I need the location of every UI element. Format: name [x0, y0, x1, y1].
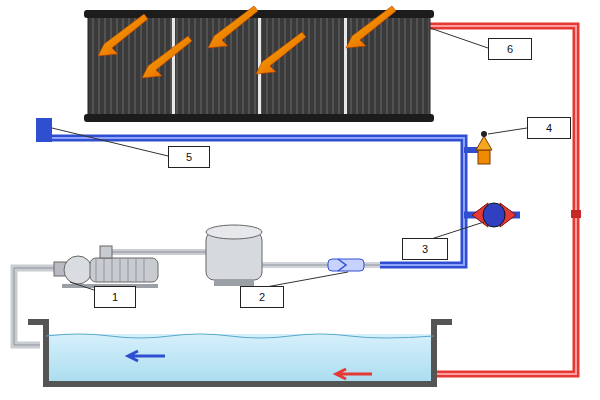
callout-box: 6 — [488, 38, 532, 60]
pipe-joint — [571, 210, 581, 218]
flow-arrow — [336, 369, 372, 379]
pipe-edge — [110, 252, 210, 253]
callout-number: 4 — [546, 122, 552, 134]
check-valve — [328, 259, 364, 271]
air-release-valve — [476, 131, 492, 164]
pump — [54, 246, 158, 288]
sunlight-arrows — [98, 6, 396, 78]
callout-box: 5 — [168, 146, 210, 168]
callout-number: 1 — [112, 291, 118, 303]
flow-arrow — [128, 351, 165, 361]
sand-filter — [206, 225, 262, 286]
pump-to-filter-pipe — [110, 249, 210, 255]
callout-number: 5 — [186, 151, 192, 163]
suction-pipe — [14, 268, 58, 345]
callout-number: 6 — [507, 43, 513, 55]
callout-box: 2 — [240, 286, 284, 308]
callout-number: 2 — [259, 291, 265, 303]
leader-lines — [52, 28, 527, 290]
callout-box: 4 — [527, 117, 571, 139]
callout-box: 3 — [402, 238, 448, 260]
pipe-edge — [14, 268, 58, 345]
swimming-pool — [28, 322, 452, 384]
pipe-elbow — [36, 118, 52, 142]
callout-box: 1 — [94, 286, 136, 308]
callout-number: 3 — [422, 243, 428, 255]
solar-collector — [84, 10, 434, 122]
